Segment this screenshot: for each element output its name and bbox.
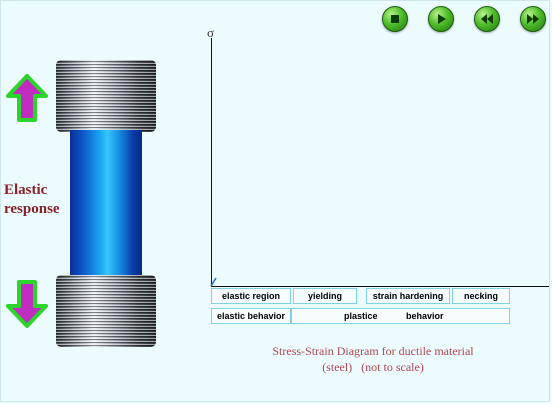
caption-line-1: Stress-Strain Diagram for ductile materi… [272,344,474,358]
rewind-icon [481,14,493,24]
play-button[interactable] [428,6,454,32]
stage-yielding[interactable]: yielding [293,288,357,304]
strain-axis [211,286,549,287]
playback-controls [382,6,548,32]
stage-strain-hardening[interactable]: strain hardening [366,288,450,304]
tension-arrow-down-icon [4,278,50,330]
stage-plastic-behavior[interactable]: plastice behavior [291,308,510,324]
specimen-shaft [70,130,142,278]
specimen-thread-bottom [56,275,156,347]
tension-arrow-up-icon [4,72,50,124]
stop-icon [391,15,399,23]
curve-start-mark [210,277,217,287]
specimen-thread-top [56,60,156,132]
response-label: Elastic response [4,182,60,217]
fast-forward-button[interactable] [520,6,546,32]
rewind-button[interactable] [474,6,500,32]
stress-axis [211,38,212,287]
stress-axis-symbol: σ [207,25,215,40]
stage-elastic-behavior[interactable]: elastic behavior [211,308,291,324]
stage-elastic-region[interactable]: elastic region [211,288,291,304]
play-icon [438,14,446,24]
diagram-caption: Stress-Strain Diagram for ductile materi… [212,343,534,375]
caption-line-2: (steel) (not to scale) [322,360,424,374]
stop-button[interactable] [382,6,408,32]
steel-specimen [56,60,156,360]
fast-forward-icon [527,14,539,24]
stage-necking[interactable]: necking [452,288,510,304]
